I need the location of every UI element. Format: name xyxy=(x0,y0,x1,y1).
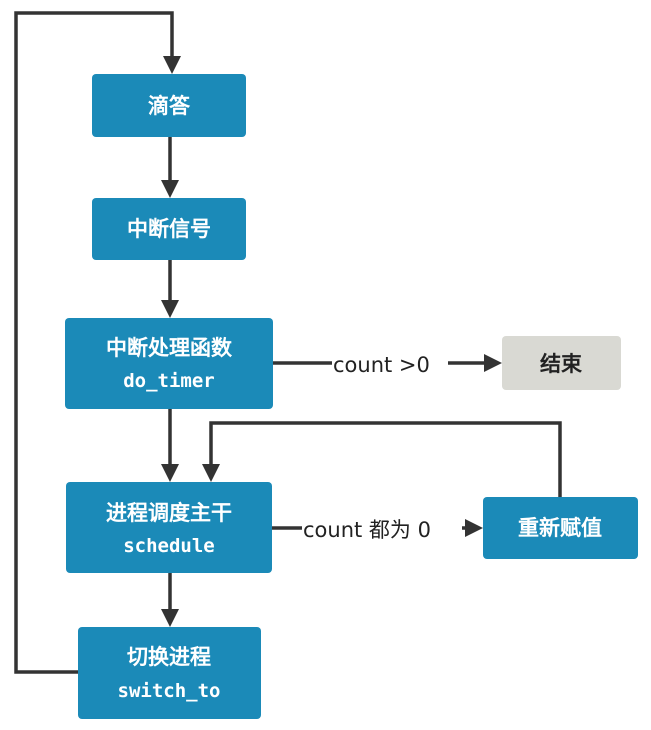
edge-tick-to-signal-arrowhead xyxy=(161,180,179,198)
node-scheduler-code: schedule xyxy=(123,535,215,557)
node-tick: 滴答 xyxy=(92,74,246,137)
node-end: 结束 xyxy=(502,336,621,390)
edge-scheduler-to-reassign-arrowhead xyxy=(465,519,483,537)
edge-reassign-to-scheduler xyxy=(209,421,562,497)
edge-signal-to-handler-arrowhead xyxy=(161,300,179,318)
node-interrupt-signal: 中断信号 xyxy=(92,198,246,260)
edge-scheduler-to-switch-arrowhead xyxy=(161,609,179,627)
node-tick-title: 滴答 xyxy=(148,94,191,118)
node-scheduler: 进程调度主干 schedule xyxy=(66,482,272,573)
node-interrupt-handler: 中断处理函数 do_timer xyxy=(65,318,273,409)
edge-label-count-all-zero: count 都为 0 xyxy=(303,518,431,542)
node-interrupt-signal-title: 中断信号 xyxy=(127,217,211,241)
node-interrupt-handler-title: 中断处理函数 xyxy=(106,336,233,360)
node-scheduler-title: 进程调度主干 xyxy=(106,501,232,525)
edge-reassign-to-scheduler-arrowhead xyxy=(202,464,220,482)
node-end-title: 结束 xyxy=(540,352,583,376)
node-interrupt-handler-code: do_timer xyxy=(123,370,215,392)
edge-handler-to-scheduler-arrowhead xyxy=(161,464,179,482)
node-switch-code: switch_to xyxy=(118,680,221,702)
edge-label-count-gt-zero: count >0 xyxy=(333,353,430,377)
edge-handler-to-end-arrowhead xyxy=(484,354,502,372)
node-switch-title: 切换进程 xyxy=(127,645,211,669)
edge-loop-back-arrowhead xyxy=(163,56,181,74)
node-switch: 切换进程 switch_to xyxy=(78,627,261,719)
node-reassign-title: 重新赋值 xyxy=(518,516,602,540)
edge-loop-back xyxy=(14,11,174,674)
node-reassign: 重新赋值 xyxy=(483,497,638,559)
